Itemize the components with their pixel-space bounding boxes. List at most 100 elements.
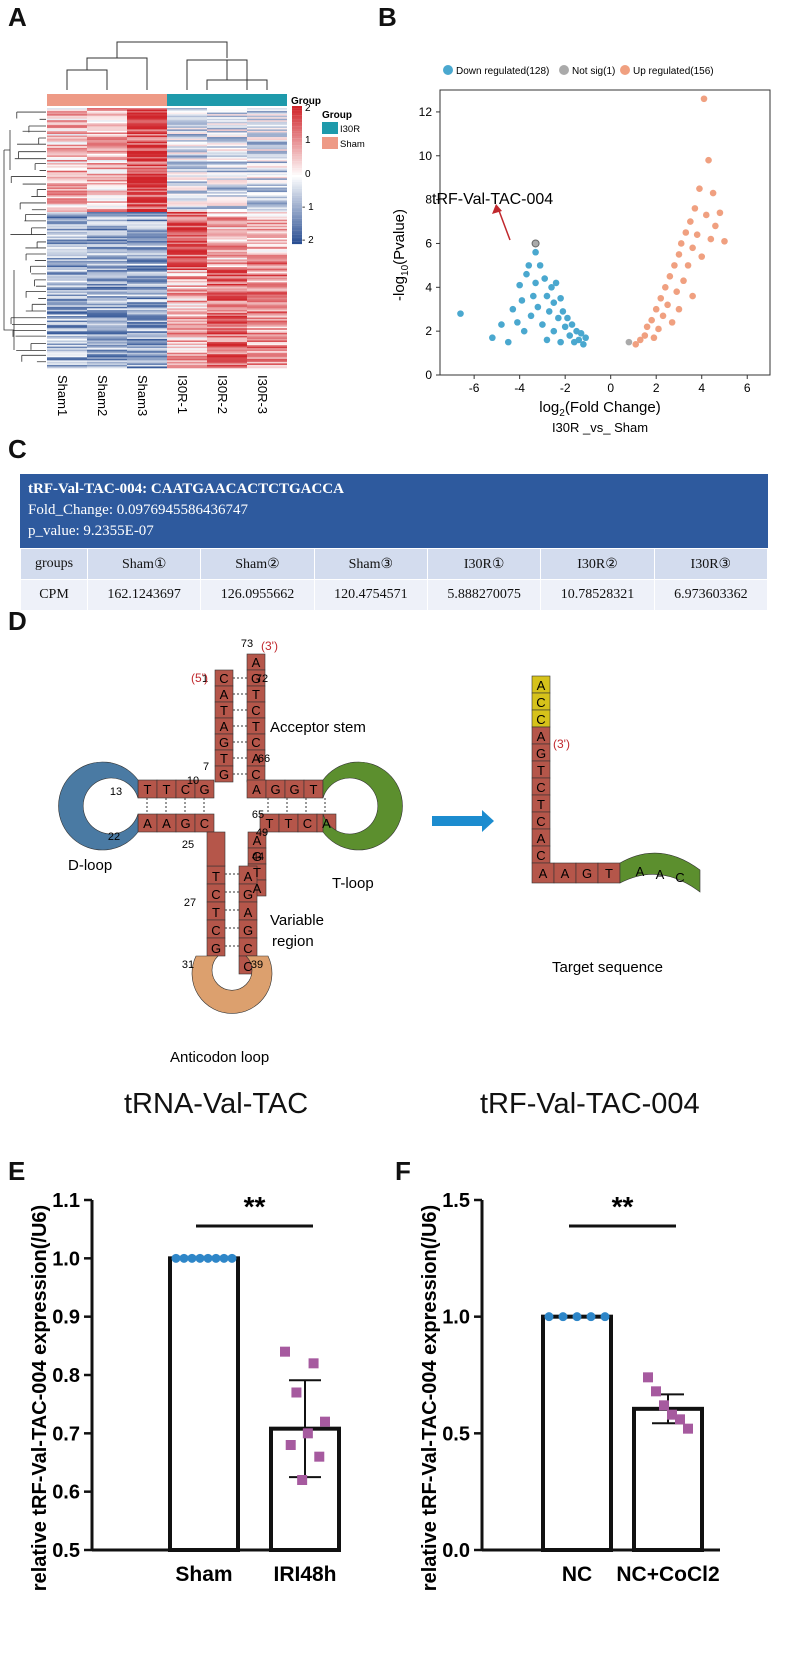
heatmap-cell xyxy=(127,361,167,364)
legend-up: Up regulated(156) xyxy=(633,66,714,77)
heatmap-cell xyxy=(207,279,247,282)
heatmap-cell xyxy=(167,164,207,167)
heatmap-cell xyxy=(167,124,207,127)
down-point xyxy=(489,334,496,342)
heatmap-cell xyxy=(47,205,87,208)
up-point xyxy=(689,292,696,300)
heatmap-cell xyxy=(127,354,167,357)
heatmap-cell xyxy=(87,296,127,298)
heatmap-cell xyxy=(247,166,287,168)
heatmap-cell xyxy=(127,238,167,240)
scale-step xyxy=(292,117,302,120)
heatmap-cell xyxy=(127,228,167,231)
heatmap-cell xyxy=(47,328,87,331)
heatmap-cell xyxy=(207,264,247,266)
heatmap-cell xyxy=(87,329,127,332)
heatmap-cell xyxy=(247,328,287,331)
heatmap-cell xyxy=(47,164,87,167)
heatmap-cell xyxy=(87,340,127,343)
table-header-box: tRF-Val-TAC-004: CAATGAACACTCTGACCA Fold… xyxy=(20,474,768,548)
heatmap-cell xyxy=(47,143,87,146)
heatmap-cell xyxy=(127,143,167,146)
heatmap-cell xyxy=(247,309,287,312)
heatmap-cell xyxy=(167,227,207,230)
heatmap-cell xyxy=(247,202,287,205)
heatmap-cell xyxy=(127,138,167,141)
heatmap-cell xyxy=(87,322,127,324)
down-point xyxy=(557,294,564,302)
heatmap-cell xyxy=(247,361,287,364)
heatmap-cell xyxy=(167,137,207,139)
heatmap-cell xyxy=(207,175,247,178)
heatmap-cell xyxy=(127,348,167,350)
heatmap-cell xyxy=(247,279,287,282)
heatmap-cell xyxy=(47,193,87,196)
nucleotide: T xyxy=(220,703,228,718)
heatmap-cell xyxy=(247,187,287,190)
heatmap-cell xyxy=(127,239,167,242)
heatmap-cell xyxy=(127,231,167,234)
heatmap-cell xyxy=(87,222,127,225)
heatmap-cell xyxy=(87,366,127,369)
heatmap-cell xyxy=(87,170,127,173)
heatmap-cell xyxy=(87,316,127,318)
heatmap-cell xyxy=(207,302,247,305)
scale-step xyxy=(292,145,302,148)
heatmap-cell xyxy=(47,297,87,300)
heatmap-cell xyxy=(207,319,247,321)
heatmap-cell xyxy=(47,322,87,324)
heatmap-cell xyxy=(87,312,127,315)
heatmap-cell xyxy=(247,127,287,130)
heatmap-cell xyxy=(167,290,207,292)
heatmap-cell xyxy=(207,320,247,323)
heatmap-cell xyxy=(127,251,167,254)
heatmap-cell xyxy=(207,358,247,361)
heatmap-cell xyxy=(47,290,87,292)
position-number: 1 xyxy=(202,673,208,685)
down-point xyxy=(568,321,576,328)
scale-step xyxy=(292,110,302,113)
heatmap-cell xyxy=(127,126,167,129)
data-point xyxy=(219,1253,229,1263)
scale-step xyxy=(292,172,302,176)
heatmap-cell xyxy=(207,221,247,224)
heatmap-cell xyxy=(207,267,247,269)
heatmap-cell xyxy=(167,247,207,250)
data-point xyxy=(297,1475,308,1485)
heatmap-cell xyxy=(167,262,207,265)
heatmap-cell xyxy=(127,316,167,318)
heatmap-cell xyxy=(47,160,87,162)
heatmap-cell xyxy=(207,248,247,251)
heatmap-cell xyxy=(127,343,167,346)
cpm-table: tRF-Val-TAC-004: CAATGAACACTCTGACCA Fold… xyxy=(20,474,769,611)
heatmap-cell xyxy=(207,215,247,217)
heatmap-cell xyxy=(247,196,287,199)
heatmap-cell xyxy=(87,273,127,276)
heatmap-cell xyxy=(247,345,287,347)
table-cell: CPM xyxy=(20,579,88,611)
scale-step xyxy=(292,191,302,194)
heatmap-cell xyxy=(167,354,207,357)
data-point xyxy=(659,1400,669,1411)
heatmap-cell xyxy=(167,146,207,149)
nucleotide: G xyxy=(582,866,592,881)
heatmap-cell xyxy=(127,132,167,135)
data-point xyxy=(651,1386,661,1397)
nucleotide: T xyxy=(310,782,318,797)
heatmap-cell xyxy=(167,118,207,121)
heatmap-cell xyxy=(87,225,127,228)
scale-step xyxy=(292,200,302,203)
heatmap-cell xyxy=(127,196,167,199)
heatmap-cell xyxy=(127,130,167,133)
heatmap-cell xyxy=(127,199,167,202)
heatmap-cell xyxy=(247,355,287,358)
heatmap-cell xyxy=(47,176,87,179)
x-tick-label: 0 xyxy=(607,381,614,395)
up-point xyxy=(643,323,651,331)
heatmap-cell xyxy=(247,156,287,159)
heatmap-cell xyxy=(47,111,87,113)
scale-tick: 1 xyxy=(305,135,311,146)
heatmap-cell xyxy=(127,224,167,227)
heatmap-cell xyxy=(87,169,127,172)
heatmap-cell xyxy=(127,242,167,245)
